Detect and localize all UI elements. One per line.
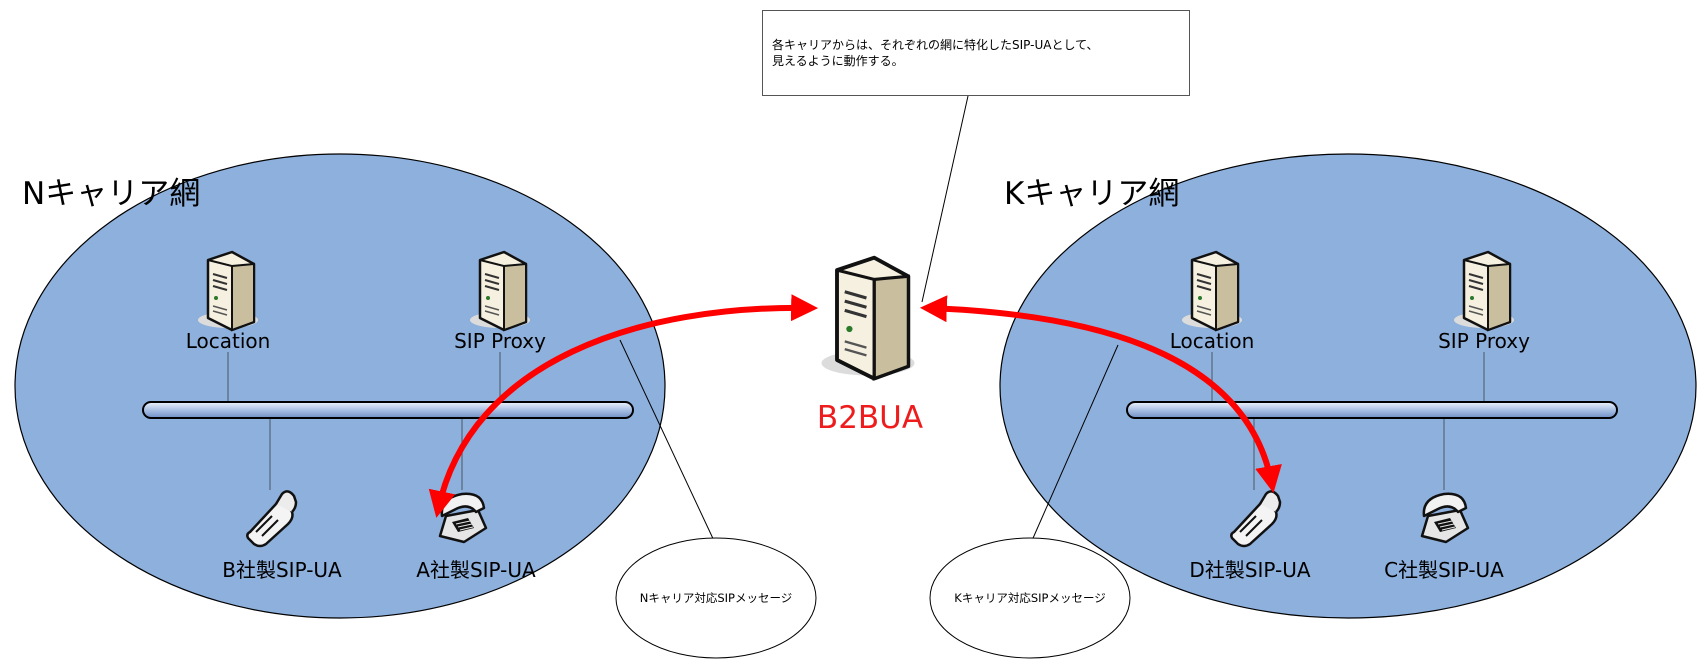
k-side-arrow — [919, 295, 1282, 493]
n-network-bus — [142, 401, 634, 419]
n-message-bubble — [615, 537, 817, 659]
n-carrier-network-cloud — [14, 153, 666, 619]
n-location-label: Location — [185, 329, 271, 353]
a-ua-label: A社製SIP-UA — [416, 558, 536, 582]
callout-pointer-line — [921, 95, 969, 303]
k-network-bus — [1126, 401, 1618, 419]
k-sip-proxy-server-icon — [1452, 250, 1516, 332]
k-message-bubble — [929, 537, 1131, 659]
callout-note: 各キャリアからは、それぞれの網に特化したSIP-UAとして、 見えるように動作す… — [762, 10, 1190, 96]
k-message-bubble-text: Kキャリア対応SIPメッセージ — [954, 591, 1106, 605]
callout-line-1: 各キャリアからは、それぞれの網に特化したSIP-UAとして、 — [772, 38, 1099, 52]
d-ua-label: D社製SIP-UA — [1189, 558, 1311, 582]
n-sip-proxy-server-icon — [468, 250, 532, 332]
n-sip-proxy-label: SIP Proxy — [454, 329, 546, 353]
b2bua-server-icon — [819, 255, 917, 381]
c-ua-label: C社製SIP-UA — [1384, 558, 1504, 582]
n-message-bubble-text: Nキャリア対応SIPメッセージ — [639, 591, 793, 605]
b-ua-label: B社製SIP-UA — [222, 558, 342, 582]
b2bua-label: B2BUA — [816, 400, 924, 436]
n-side-arrow — [428, 294, 819, 518]
k-network-title: Kキャリア網 — [1004, 176, 1180, 212]
n-location-server-icon — [196, 250, 260, 332]
k-location-server-icon — [1180, 250, 1244, 332]
n-network-title: Nキャリア網 — [22, 176, 201, 212]
k-sip-proxy-label: SIP Proxy — [1438, 329, 1530, 353]
callout-line-2: 見えるように動作する。 — [772, 54, 904, 68]
k-location-label: Location — [1169, 329, 1255, 353]
k-carrier-network-cloud — [999, 153, 1697, 619]
